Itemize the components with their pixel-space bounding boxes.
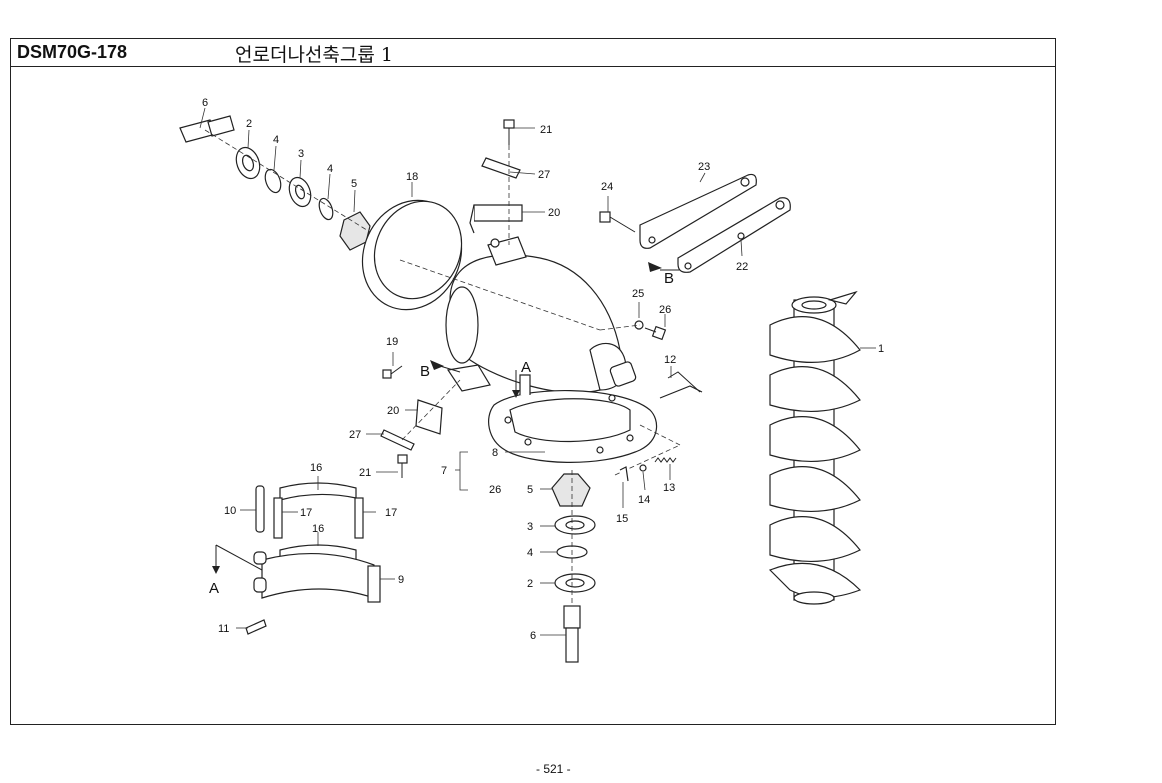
callout-26: 26	[489, 484, 501, 496]
clamp-band-part	[253, 551, 395, 603]
callout-12: 12	[664, 354, 676, 366]
gearbox-housing	[445, 236, 637, 394]
callout-20: 20	[548, 207, 560, 219]
view-marker-b-left: B	[420, 360, 461, 380]
callout-3: 3	[527, 521, 533, 533]
hinge-pin-part	[240, 485, 265, 533]
callout-5: 5	[527, 484, 533, 496]
clamp-liner-part-upper	[279, 476, 357, 501]
bevel-gear-part-lower	[540, 473, 591, 507]
bracket-part-top	[469, 204, 545, 234]
view-marker-a-top: A	[512, 359, 531, 398]
bearing-part-lower-b	[540, 573, 596, 593]
svg-text:A: A	[521, 359, 531, 376]
callout-21: 21	[540, 124, 552, 136]
callout-11: 11	[218, 623, 229, 635]
page-number: - 521 -	[536, 762, 571, 776]
bearing-part-mid	[288, 159, 312, 208]
callout-27: 27	[349, 429, 361, 441]
callout-1: 1	[878, 343, 884, 355]
spring-part	[654, 457, 677, 480]
callout-2: 2	[527, 578, 533, 590]
bearing-part-lower-a	[540, 515, 596, 535]
grease-pipe-part	[659, 366, 703, 399]
auger-screw-part	[768, 290, 876, 605]
callout-4: 4	[273, 134, 279, 146]
svg-text:A: A	[209, 580, 219, 597]
callout-9: 9	[398, 574, 404, 586]
clamp-pad-part-right	[354, 497, 376, 539]
snap-ring-part-b	[318, 173, 334, 221]
callout-24: 24	[601, 181, 613, 193]
snap-ring-part-c	[540, 545, 588, 559]
bolt-part-left-19	[382, 352, 403, 379]
callout-14: 14	[638, 494, 650, 506]
callout-2: 2	[246, 118, 252, 130]
bolt-part-top	[503, 119, 535, 145]
snap-ring-part-a	[264, 145, 282, 194]
parts-sheet-frame: DSM70G-178 언로더나선축그룹 1	[10, 38, 1056, 725]
cotter-pin-part-right	[619, 466, 629, 508]
callout-15: 15	[616, 513, 628, 525]
cotter-plate-part-top	[481, 157, 536, 179]
callout-4: 4	[527, 547, 533, 559]
part-group-code: DSM70G-178	[17, 42, 128, 62]
callout-10: 10	[224, 505, 236, 517]
mount-bolt-part	[599, 196, 636, 233]
callout-4: 4	[327, 163, 333, 175]
sheet-header: DSM70G-178 언로더나선축그룹 1	[11, 39, 1055, 67]
bracket-part-left	[405, 399, 443, 435]
output-shaft-part	[540, 605, 581, 663]
callout-7: 7	[441, 465, 447, 477]
callout-23: 23	[698, 161, 710, 173]
callout-22: 22	[736, 261, 748, 273]
ball-part	[639, 464, 647, 491]
callout-6: 6	[530, 630, 536, 642]
callout-26: 26	[659, 304, 671, 316]
callout-16: 16	[312, 523, 324, 535]
cotter-plate-part-left	[366, 429, 415, 451]
bolt-part-left-21	[376, 454, 408, 478]
mount-bracket-part-lower	[677, 197, 791, 273]
cotter-pin-part-left	[236, 619, 267, 635]
callout-17: 17	[300, 507, 312, 519]
callout-16: 16	[310, 462, 322, 474]
svg-text:B: B	[420, 363, 430, 380]
callout-25: 25	[632, 288, 644, 300]
part-group-title: 언로더나선축그룹 1	[235, 44, 393, 66]
callout-6: 6	[202, 97, 208, 109]
washer-part-right	[634, 302, 644, 330]
clamp-pad-part-left	[273, 497, 298, 539]
mount-bracket-part-upper	[639, 172, 757, 249]
bearing-part-upper	[235, 129, 261, 180]
bolt-part-right	[644, 314, 667, 341]
base-flange-part	[488, 374, 658, 463]
callout-5: 5	[351, 178, 357, 190]
callout-27: 27	[538, 169, 550, 181]
input-shaft-part	[179, 107, 235, 143]
callout-17: 17	[385, 507, 397, 519]
callout-8: 8	[492, 447, 498, 459]
callout-3: 3	[298, 148, 304, 160]
view-marker-a-left: A	[209, 544, 263, 597]
view-marker-b-right: B	[648, 262, 680, 287]
svg-text:B: B	[664, 270, 674, 287]
callout-20: 20	[387, 405, 399, 417]
callout-19: 19	[386, 336, 398, 348]
callout-13: 13	[663, 482, 675, 494]
callout-18: 18	[406, 171, 418, 183]
callout-21: 21	[359, 467, 371, 479]
